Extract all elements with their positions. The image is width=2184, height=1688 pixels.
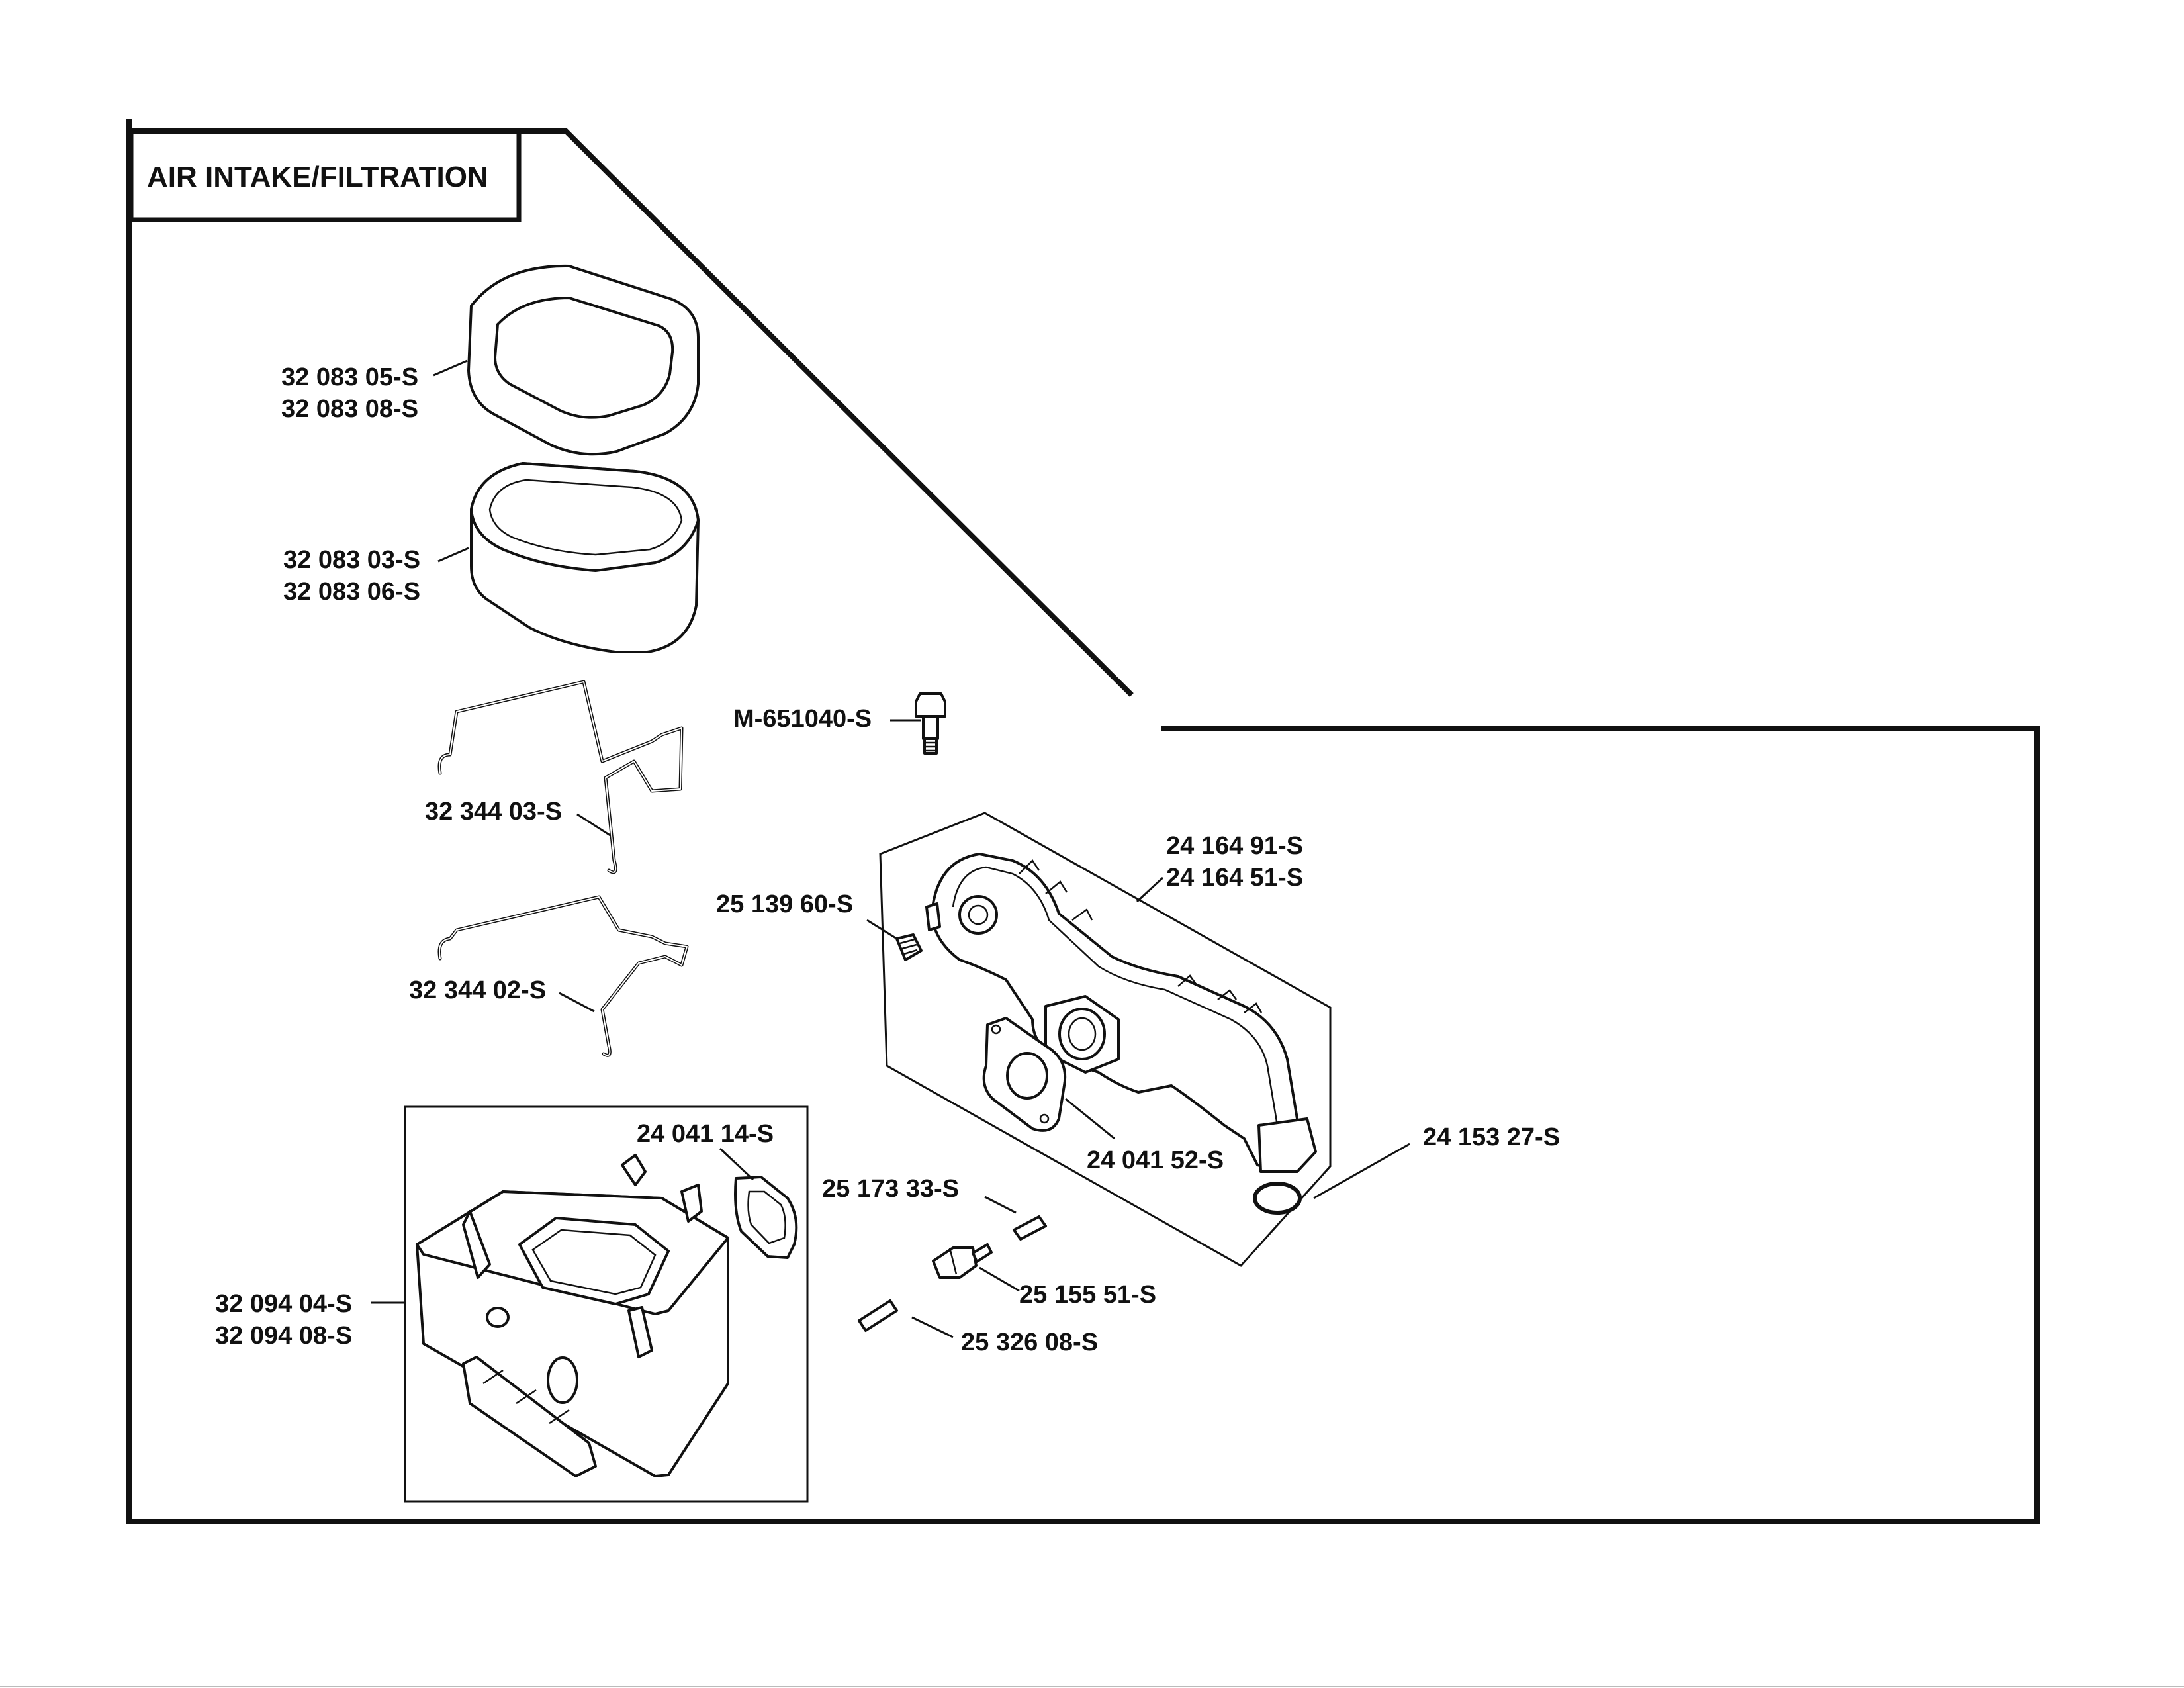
diagram-title: AIR INTAKE/FILTRATION	[147, 161, 488, 193]
leader-manifold	[1136, 876, 1164, 903]
base-panel	[404, 1105, 809, 1503]
label-manifold-b: 24 164 51-S	[1166, 864, 1303, 892]
label-element-a: 32 083 03-S	[283, 546, 420, 574]
upper-bail-illustration	[437, 680, 684, 874]
label-clip: 25 155 51-S	[1019, 1281, 1156, 1309]
intake-manifold-illustration	[925, 853, 1317, 1173]
precleaner-illustration	[467, 264, 700, 456]
short-pin-illustration	[1013, 1215, 1047, 1241]
title-box	[128, 128, 522, 222]
leader-clip	[979, 1266, 1020, 1292]
manifold-gasket-illustration	[982, 1017, 1067, 1132]
leader-pin-long	[911, 1316, 954, 1338]
label-precleaner-b: 32 083 08-S	[281, 395, 418, 423]
fitting-illustration	[895, 933, 923, 961]
label-pin-long: 25 326 08-S	[961, 1329, 1098, 1356]
manifold-panel	[879, 812, 1332, 1267]
leader-fitting	[866, 919, 897, 940]
leader-lower-bail	[559, 992, 595, 1013]
leader-precleaner	[433, 359, 468, 377]
o-ring-illustration	[1253, 1182, 1302, 1215]
leader-manifold-gasket	[1065, 1098, 1115, 1140]
leader-upper-bail	[576, 813, 611, 837]
lower-bail-illustration	[437, 895, 689, 1057]
leader-base-gasket	[719, 1147, 754, 1181]
air-cleaner-base-illustration	[416, 1154, 729, 1477]
label-base-gasket: 24 041 14-S	[637, 1120, 774, 1148]
air-filter-element-illustration	[470, 462, 700, 653]
label-base-a: 32 094 04-S	[215, 1290, 352, 1318]
label-precleaner-a: 32 083 05-S	[281, 363, 418, 391]
label-fitting: 25 139 60-S	[716, 890, 853, 918]
label-o-ring: 24 153 27-S	[1423, 1123, 1560, 1151]
label-element-b: 32 083 06-S	[283, 578, 420, 606]
long-pin-illustration	[858, 1299, 898, 1332]
label-manifold-gasket: 24 041 52-S	[1087, 1147, 1224, 1174]
screw-illustration	[915, 692, 946, 755]
clip-illustration	[932, 1243, 993, 1279]
label-upper-bail: 32 344 03-S	[425, 798, 562, 825]
leader-pin-short	[984, 1196, 1017, 1214]
label-lower-bail: 32 344 02-S	[409, 976, 546, 1004]
leader-element	[437, 547, 469, 563]
label-base-b: 32 094 08-S	[215, 1322, 352, 1350]
label-screw: M-651040-S	[733, 705, 872, 733]
leader-o-ring	[1313, 1143, 1410, 1199]
label-pin-short: 25 173 33-S	[822, 1175, 959, 1203]
label-manifold-a: 24 164 91-S	[1166, 832, 1303, 860]
base-gasket-illustration	[734, 1176, 798, 1259]
outer-frame	[126, 119, 2040, 1524]
